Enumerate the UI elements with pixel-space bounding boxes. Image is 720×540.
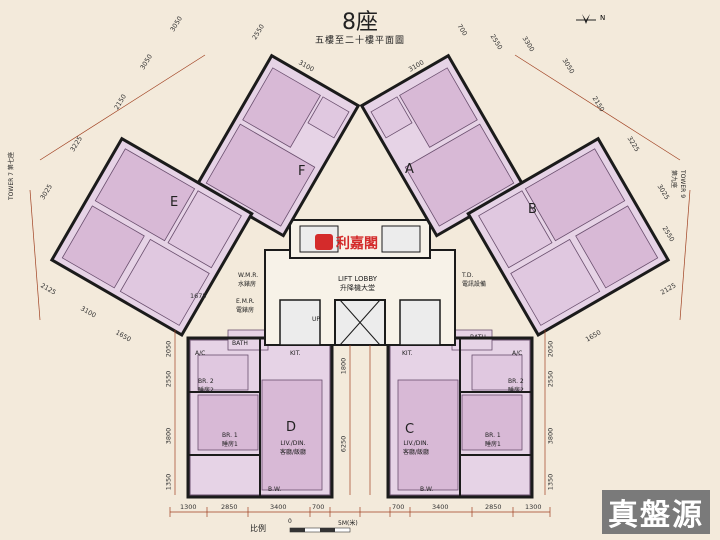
page-subtitle: 五樓至二十樓平面圖 xyxy=(314,36,405,46)
dim-left-3: 3800 xyxy=(164,427,173,445)
br2-zh: 睡房2 xyxy=(198,387,214,394)
logo-badge xyxy=(315,234,333,250)
unit-letter-e: E xyxy=(170,195,179,210)
scale-bar xyxy=(289,527,351,533)
wmr-en: W.M.R. xyxy=(238,272,259,279)
emr-zh: 電錶房 xyxy=(236,307,255,314)
unit-c-bw-label: B.W. xyxy=(420,486,434,493)
north-arrow-icon xyxy=(576,14,596,24)
unit-c-br2-label: BR. 2 睡房2 xyxy=(508,378,524,394)
br1-zh: 睡房1 xyxy=(485,441,501,448)
unit-c-liv-din-label: LIV./DIN. 客廳/飯廳 xyxy=(403,440,429,456)
unit-d-bath-label: BATH xyxy=(232,340,248,347)
br1-en: BR. 1 xyxy=(222,432,238,439)
lift-lobby-label: LIFT LOBBY 升降機大堂 xyxy=(338,275,377,293)
br2-en: BR. 2 xyxy=(198,378,214,385)
lift-lobby-zh: 升降機大堂 xyxy=(340,284,376,292)
unit-letter-a: A xyxy=(405,162,414,177)
liv-din-zh: 客廳/飯廳 xyxy=(280,449,307,456)
unit-c-bath-label: BATH xyxy=(470,334,486,341)
compass: N xyxy=(568,8,608,32)
scale-label: 比例 xyxy=(250,524,266,533)
dim-right-4: 1350 xyxy=(546,473,555,491)
unit-d-br2-label: BR. 2 睡房2 xyxy=(198,378,214,394)
unit-letter-c: C xyxy=(405,422,415,437)
td-label: T.D. 電訊設備 xyxy=(462,272,486,288)
dim-bottom-1: 1300 xyxy=(180,503,197,511)
unit-d-liv-din-label: LIV./DIN. 客廳/飯廳 xyxy=(280,440,306,456)
unit-c xyxy=(386,329,534,499)
unit-letter-d: D xyxy=(286,420,297,435)
dim-left-2: 2550 xyxy=(164,370,173,388)
br1-zh: 睡房1 xyxy=(222,441,238,448)
dim-center-1: 1800 xyxy=(339,357,348,375)
unit-c-kit-label: KIT. xyxy=(402,350,413,357)
td-en: T.D. xyxy=(462,272,474,279)
tower-7-zh: 第七座 xyxy=(8,152,15,171)
br1-en: BR. 1 xyxy=(485,432,501,439)
dim-bottom-2: 2850 xyxy=(221,503,238,511)
dim-bottom-4: 700 xyxy=(312,503,325,511)
page-title: 8座 xyxy=(342,10,378,35)
emr-label: E.M.R. 電錶房 xyxy=(236,298,255,314)
unit-letter-f: F xyxy=(298,164,306,179)
scale-zero: 0 xyxy=(288,518,292,525)
liv-din-en: LIV./DIN. xyxy=(280,440,306,447)
liv-din-zh: 客廳/飯廳 xyxy=(403,449,430,456)
unit-d-bw-label: B.W. xyxy=(268,486,282,493)
wmr-label: W.M.R. 水錶房 xyxy=(238,272,258,288)
unit-a xyxy=(359,53,526,238)
compass-letter: N xyxy=(600,14,606,22)
br2-en: BR. 2 xyxy=(508,378,524,385)
lift-lobby-en: LIFT LOBBY xyxy=(338,275,378,283)
br2-zh: 睡房2 xyxy=(508,387,524,394)
dim-right-1: 2050 xyxy=(546,340,555,358)
emr-en: E.M.R. xyxy=(236,298,255,305)
dim-right-2: 2550 xyxy=(546,370,555,388)
dimension-lines xyxy=(29,54,691,517)
core-area xyxy=(264,219,456,346)
dim-left-1: 2050 xyxy=(164,340,173,358)
stair-up-label: UP xyxy=(312,316,321,323)
tower-7-en: TOWER 7 xyxy=(8,171,15,200)
unit-d-br1-label: BR. 1 睡房1 xyxy=(222,432,238,448)
unit-d xyxy=(186,329,334,499)
dim-bottom-6: 3400 xyxy=(432,503,449,511)
dim-bottom-7: 2850 xyxy=(485,503,502,511)
tower-9-en: TOWER 9 xyxy=(679,170,686,199)
dim-bottom-8: 1300 xyxy=(525,503,542,511)
dim-left-4: 1350 xyxy=(164,473,173,491)
tower-7-label: TOWER 7 第七座 xyxy=(6,152,15,200)
wmr-zh: 水錶房 xyxy=(238,281,257,288)
dim-right-3: 3800 xyxy=(546,427,555,445)
scale-max: 5M(米) xyxy=(338,520,358,527)
logo-text: 利嘉閣 xyxy=(336,236,378,252)
dim-bottom-5: 700 xyxy=(392,503,405,511)
liv-din-en: LIV./DIN. xyxy=(403,440,429,447)
dim-center-2: 6250 xyxy=(339,435,348,453)
unit-b xyxy=(466,136,671,338)
tower-9-zh: 第九座 xyxy=(670,170,677,189)
unit-c-br1-label: BR. 1 睡房1 xyxy=(485,432,501,448)
unit-d-ac-label: A/C xyxy=(195,350,206,357)
dim-bottom-3: 3400 xyxy=(270,503,287,511)
unit-c-ac-label: A/C xyxy=(512,350,523,357)
tower-9-label: TOWER 9 第九座 xyxy=(670,170,686,204)
td-zh: 電訊設備 xyxy=(462,281,487,288)
unit-letter-b: B xyxy=(528,202,537,217)
unit-e xyxy=(49,136,254,338)
source-watermark: 真盤源 xyxy=(602,490,710,534)
dim-left-mid-3: 1675 xyxy=(190,292,207,300)
unit-d-kit-label: KIT. xyxy=(290,350,301,357)
